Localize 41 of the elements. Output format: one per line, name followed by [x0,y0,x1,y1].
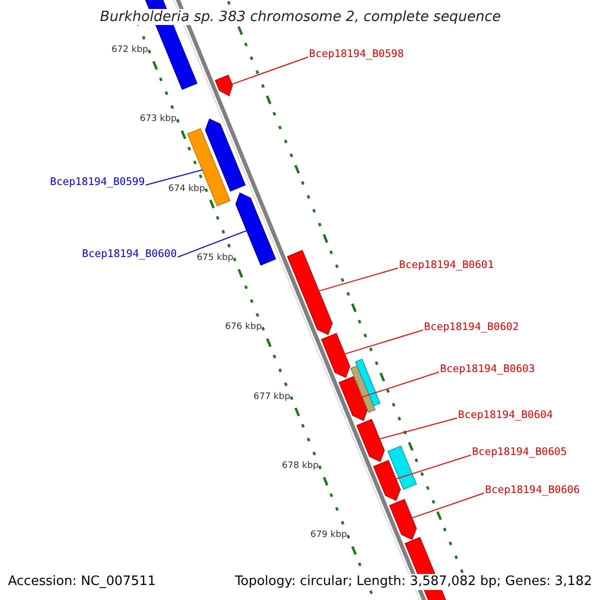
gene-feature [204,118,246,192]
gene-feature [338,376,368,422]
gene-feature [373,460,401,502]
gene-label: Bcep18194_B0604 [458,409,553,421]
gene-feature [214,74,233,96]
leader-line [362,372,440,398]
gene-label: Bcep18194_B0602 [424,321,519,333]
scale-label: 676 kbp [225,322,262,332]
gene-feature [320,332,350,378]
scale-label: 677 kbp [254,392,290,402]
gene-label: Bcep18194_B0601 [399,259,494,271]
gene-label: Bcep18194_B0598 [309,48,404,60]
gene-label: Bcep18194_B0605 [472,446,567,458]
scale-label: 673 kbp [140,114,177,124]
scale-label: 672 kbp [111,45,148,55]
leader-line [177,230,248,258]
gene-feature [354,358,381,406]
scale-label: 678 kbp [282,460,319,471]
leader-line [379,418,458,440]
scale-label: 675 kbp [196,252,234,263]
leader-line [318,268,398,292]
leader-line [344,330,424,354]
gene-feature [286,250,333,336]
topology-text: Topology: circular; Length: 3,587,082 bp; Genes: 3,182 [234,574,592,590]
accession-text: Accession: NC_007511 [8,574,156,590]
gene-feature [235,192,276,266]
leader-line [145,169,203,186]
leader-line [411,492,484,518]
gene-feature [389,498,417,540]
leader-line [395,454,472,480]
title: Burkholderia sp. 383 chromosome 2, complete sequence [100,9,500,25]
scale-label: 679 kbp [310,530,348,540]
gene-feature [387,445,417,490]
gene-label: Bcep18194_B0599 [50,176,145,188]
gene-label: Bcep18194_B0606 [485,484,580,496]
gene-feature [186,128,231,206]
gene-label: Bcep18194_B0600 [82,248,177,260]
gene-feature [356,418,385,462]
gene-label: Bcep18194_B0603 [440,363,535,375]
leader-line [231,56,308,85]
scale-label: 674 kbp [168,184,205,194]
